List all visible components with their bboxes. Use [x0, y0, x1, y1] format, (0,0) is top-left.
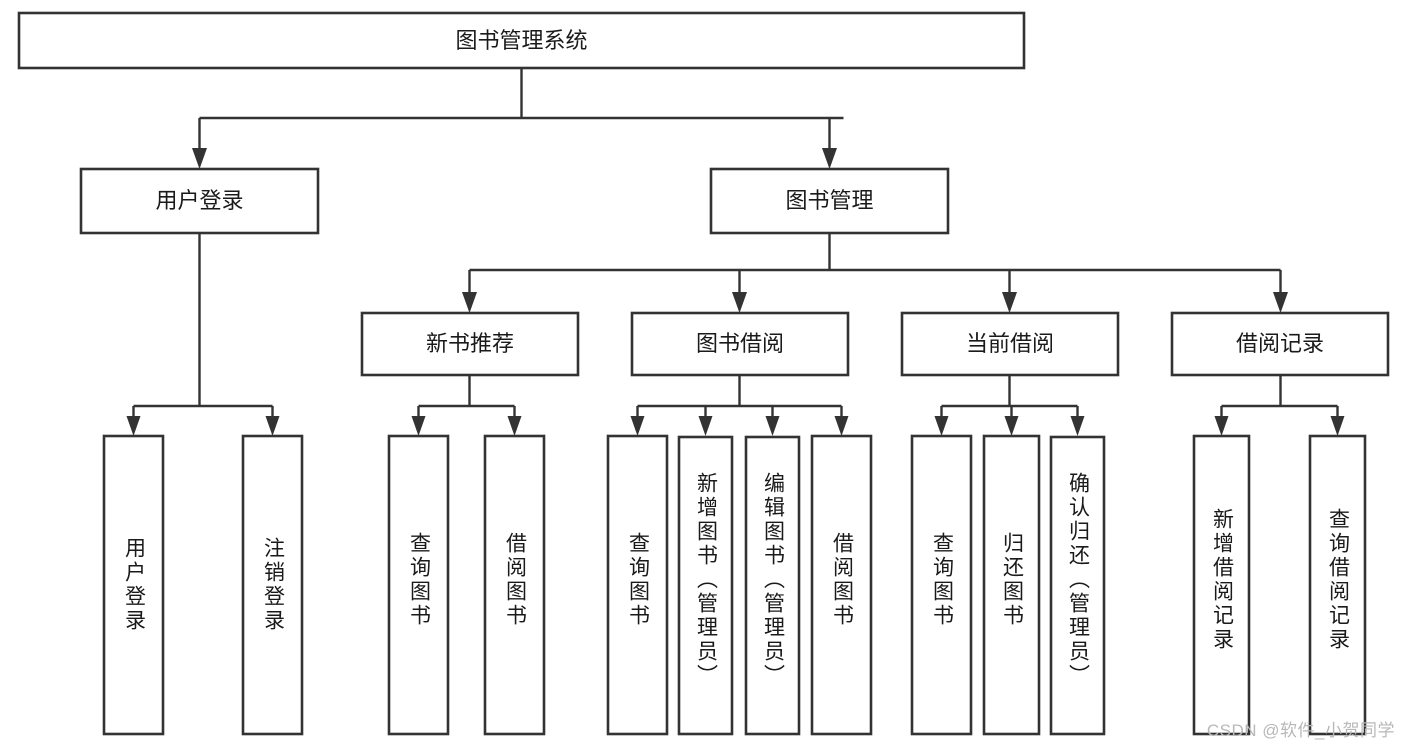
arrow-to-leaf-borrow-book-bb	[834, 416, 849, 436]
arrow-to-leaf-query-book-cb	[934, 416, 949, 436]
node-root-box[interactable]	[17, 11, 1026, 70]
node-leaf-add-book-label: 新增图书（管理员）	[695, 472, 719, 688]
node-leaf-borrow-book-rec[interactable]: 借阅图书	[483, 434, 546, 736]
node-book-borrow-label: 图书借阅	[696, 331, 784, 356]
node-borrow-record-label: 借阅记录	[1236, 331, 1324, 356]
node-leaf-borrow-book-rec-box[interactable]	[483, 434, 546, 736]
arrow-to-leaf-add-record	[1214, 416, 1229, 436]
arrow-to-leaf-query-book-bb	[630, 416, 645, 436]
connector-bookborrow-bus	[636, 375, 843, 424]
node-leaf-add-book-box[interactable]	[677, 435, 734, 736]
arrow-to-leaf-query-record	[1330, 416, 1345, 436]
node-leaf-query-book-rec-box[interactable]	[387, 434, 450, 736]
connector-borrowrecord-bus	[1220, 375, 1339, 424]
node-leaf-add-record-box[interactable]	[1192, 434, 1251, 736]
node-leaf-query-book-rec-label: 查询图书	[408, 532, 432, 628]
node-leaf-query-book-bb-box[interactable]	[606, 434, 669, 736]
node-leaf-return-book-box[interactable]	[982, 434, 1041, 736]
node-user-login[interactable]: 用户登录	[79, 167, 320, 235]
node-leaf-user-logout[interactable]: 注销登录	[241, 434, 304, 736]
arrow-root-to-book-manage	[822, 148, 837, 169]
node-leaf-return-book-label: 归还图书	[1001, 532, 1025, 628]
node-leaf-edit-book-label: 编辑图书（管理员）	[762, 472, 786, 688]
node-leaf-query-book-rec[interactable]: 查询图书	[387, 434, 450, 736]
arrow-to-leaf-user-login	[126, 416, 141, 436]
node-leaf-query-record[interactable]: 查询借阅记录	[1308, 434, 1367, 736]
node-new-book-rec-label: 新书推荐	[426, 331, 514, 356]
node-leaf-user-logout-label: 注销登录	[262, 537, 286, 633]
node-book-borrow-box[interactable]	[630, 311, 850, 377]
arrow-to-book-borrow	[732, 292, 747, 313]
csdn-watermark: CSDN @软件_小贺同学	[1206, 721, 1395, 740]
node-leaf-user-login-label: 用户登录	[123, 537, 147, 633]
node-leaf-query-record-label: 查询借阅记录	[1327, 508, 1351, 652]
arrow-to-leaf-edit-book	[765, 416, 780, 436]
arrow-to-leaf-return-book	[1004, 416, 1019, 436]
node-leaf-query-book-bb-label: 查询图书	[627, 532, 651, 628]
node-user-login-label: 用户登录	[155, 188, 243, 213]
node-new-book-rec-box[interactable]	[360, 311, 580, 377]
connector-userlogin-bus	[132, 233, 274, 424]
arrow-to-current-borrow	[1002, 292, 1017, 313]
node-leaf-add-book[interactable]: 新增图书（管理员）	[677, 435, 734, 736]
connector-layer	[126, 68, 1345, 436]
connector-newbookrec-bus	[417, 375, 516, 424]
arrow-to-leaf-query-book-rec	[411, 416, 426, 436]
node-leaf-borrow-book-bb[interactable]: 借阅图书	[810, 434, 873, 736]
node-book-borrow[interactable]: 图书借阅	[630, 311, 850, 377]
node-leaf-add-record-label: 新增借阅记录	[1211, 508, 1235, 652]
node-leaf-return-book[interactable]: 归还图书	[982, 434, 1041, 736]
connector-root-bus	[198, 68, 844, 155]
node-root[interactable]: 图书管理系统	[17, 11, 1026, 70]
node-current-borrow-label: 当前借阅	[966, 331, 1054, 356]
connector-bookmanage-bus	[468, 233, 1282, 299]
node-leaf-borrow-book-rec-label: 借阅图书	[504, 532, 528, 628]
node-leaf-user-logout-box[interactable]	[241, 434, 304, 736]
node-leaf-confirm-return[interactable]: 确认归还（管理员）	[1049, 435, 1106, 736]
node-leaf-query-book-cb[interactable]: 查询图书	[910, 434, 973, 736]
arrow-to-new-book-rec	[462, 292, 477, 313]
node-current-borrow[interactable]: 当前借阅	[900, 311, 1120, 377]
arrow-root-to-user-login	[192, 148, 207, 169]
node-leaf-query-record-box[interactable]	[1308, 434, 1367, 736]
node-leaf-edit-book[interactable]: 编辑图书（管理员）	[744, 435, 801, 736]
node-user-login-box[interactable]	[79, 167, 320, 235]
arrow-to-leaf-user-logout	[265, 416, 280, 436]
node-current-borrow-box[interactable]	[900, 311, 1120, 377]
arrow-to-leaf-add-book	[698, 416, 713, 436]
node-leaf-add-record[interactable]: 新增借阅记录	[1192, 434, 1251, 736]
node-leaf-confirm-return-label: 确认归还（管理员）	[1067, 472, 1091, 688]
node-root-label: 图书管理系统	[455, 28, 587, 53]
node-new-book-rec[interactable]: 新书推荐	[360, 311, 580, 377]
node-leaf-borrow-book-bb-box[interactable]	[810, 434, 873, 736]
connector-currentborrow-bus	[940, 375, 1079, 424]
node-borrow-record-box[interactable]	[1170, 311, 1390, 377]
node-leaf-edit-book-box[interactable]	[744, 435, 801, 736]
node-borrow-record[interactable]: 借阅记录	[1170, 311, 1390, 377]
node-leaf-confirm-return-box[interactable]	[1049, 435, 1106, 736]
node-leaf-borrow-book-bb-label: 借阅图书	[831, 532, 855, 628]
node-leaf-user-login[interactable]: 用户登录	[102, 434, 165, 736]
arrow-to-borrow-record	[1273, 292, 1288, 313]
node-book-manage-label: 图书管理	[785, 188, 873, 213]
arrow-to-leaf-confirm-return	[1070, 416, 1085, 436]
node-leaf-user-login-box[interactable]	[102, 434, 165, 736]
arrow-to-leaf-borrow-book-rec	[507, 416, 522, 436]
node-leaf-query-book-cb-label: 查询图书	[931, 532, 955, 628]
node-leaf-query-book-cb-box[interactable]	[910, 434, 973, 736]
node-leaf-query-book-bb[interactable]: 查询图书	[606, 434, 669, 736]
node-book-manage-box[interactable]	[709, 167, 950, 235]
node-book-manage[interactable]: 图书管理	[709, 167, 950, 235]
